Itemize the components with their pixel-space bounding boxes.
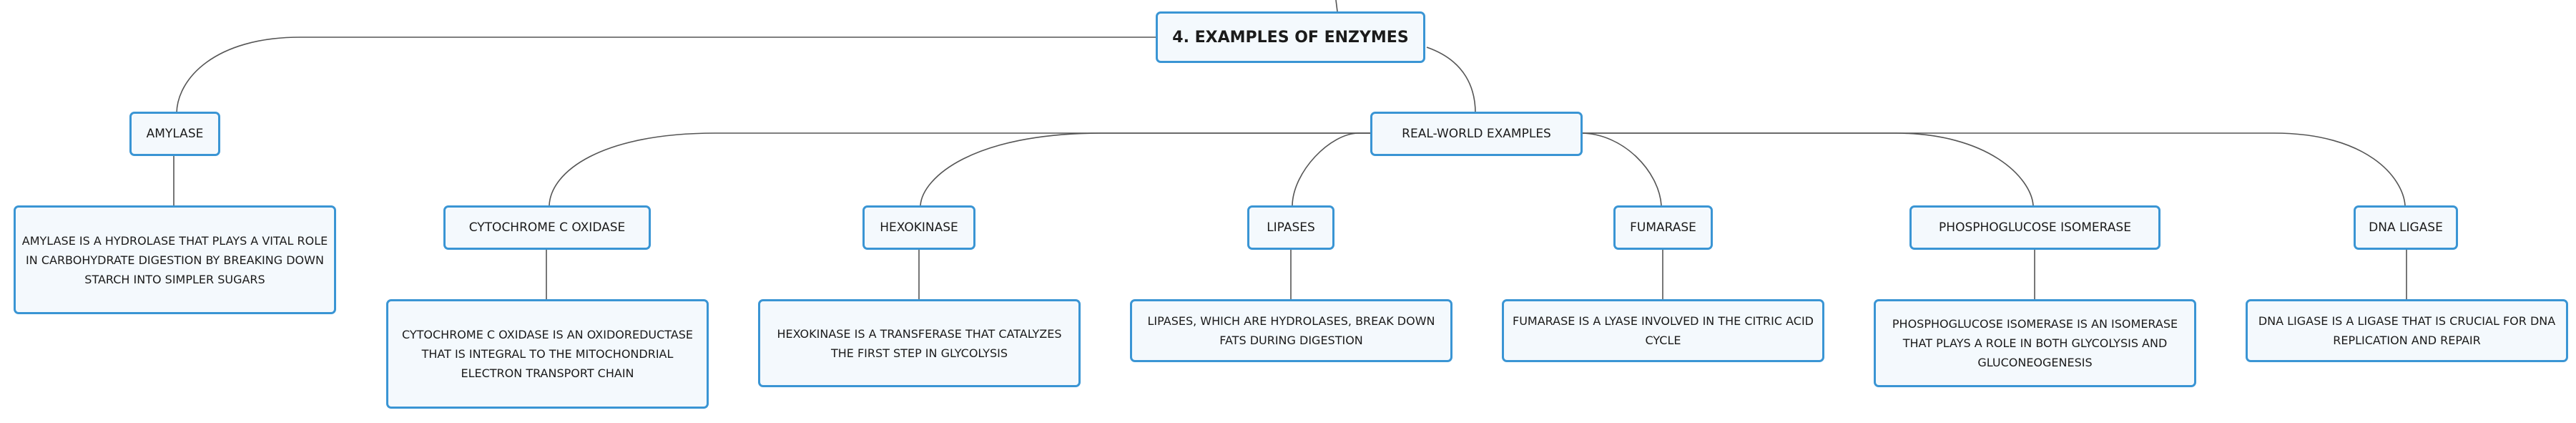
amylase-node-label: AMYLASE	[146, 126, 204, 141]
description-node-dna-ligase[interactable]: DNA LIGASE IS A LIGASE THAT IS CRUCIAL F…	[2246, 299, 2568, 362]
example-node-label: DNA LIGASE	[2369, 220, 2443, 235]
example-node-phosphoglucose-isomerase[interactable]: PHOSPHOGLUCOSE ISOMERASE	[1909, 205, 2160, 250]
description-node-fumarase[interactable]: FUMARASE IS A LYASE INVOLVED IN THE CITR…	[1502, 299, 1824, 362]
amylase-node[interactable]: AMYLASE	[129, 112, 220, 156]
root-node[interactable]: 4. EXAMPLES OF ENZYMES	[1156, 11, 1425, 63]
example-node-label: LIPASES	[1267, 220, 1315, 235]
amylase-description-node[interactable]: AMYLASE IS A HYDROLASE THAT PLAYS A VITA…	[14, 205, 336, 314]
description-node-phosphoglucose-isomerase[interactable]: PHOSPHOGLUCOSE ISOMERASE IS AN ISOMERASE…	[1874, 299, 2196, 387]
description-text: CYTOCHROME C OXIDASE IS AN OXIDOREDUCTAS…	[401, 328, 694, 380]
description-node-lipases[interactable]: LIPASES, WHICH ARE HYDROLASES, BREAK DOW…	[1130, 299, 1452, 362]
description-node-cytochrome-c-oxidase[interactable]: CYTOCHROME C OXIDASE IS AN OXIDOREDUCTAS…	[386, 299, 709, 409]
description-text: PHOSPHOGLUCOSE ISOMERASE IS AN ISOMERASE…	[1892, 317, 2178, 369]
real-world-examples-node[interactable]: REAL-WORLD EXAMPLES	[1370, 112, 1583, 156]
example-node-label: FUMARASE	[1630, 220, 1696, 235]
description-node-hexokinase[interactable]: HEXOKINASE IS A TRANSFERASE THAT CATALYZ…	[758, 299, 1081, 387]
amylase-description-text: AMYLASE IS A HYDROLASE THAT PLAYS A VITA…	[21, 233, 328, 286]
example-node-label: CYTOCHROME C OXIDASE	[468, 220, 626, 235]
example-node-cytochrome-c-oxidase[interactable]: CYTOCHROME C OXIDASE	[443, 205, 651, 250]
example-node-fumarase[interactable]: FUMARASE	[1613, 205, 1713, 250]
example-node-label: HEXOKINASE	[880, 220, 958, 235]
example-node-dna-ligase[interactable]: DNA LIGASE	[2354, 205, 2458, 250]
real-world-examples-label: REAL-WORLD EXAMPLES	[1402, 126, 1551, 141]
description-text: FUMARASE IS A LYASE INVOLVED IN THE CITR…	[1512, 314, 1814, 347]
description-text: LIPASES, WHICH ARE HYDROLASES, BREAK DOW…	[1147, 314, 1435, 347]
example-node-hexokinase[interactable]: HEXOKINASE	[862, 205, 975, 250]
root-node-label: 4. EXAMPLES OF ENZYMES	[1172, 28, 1409, 47]
description-text: HEXOKINASE IS A TRANSFERASE THAT CATALYZ…	[777, 326, 1062, 360]
example-node-label: PHOSPHOGLUCOSE ISOMERASE	[1939, 220, 2131, 235]
description-text: DNA LIGASE IS A LIGASE THAT IS CRUCIAL F…	[2258, 314, 2556, 347]
example-node-lipases[interactable]: LIPASES	[1247, 205, 1334, 250]
